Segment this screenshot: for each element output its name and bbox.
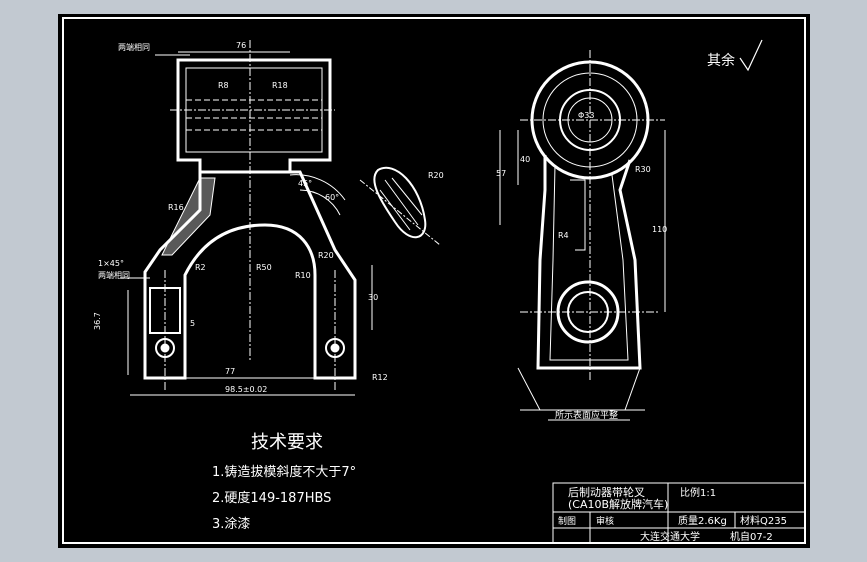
dim-r10: R10 (295, 271, 311, 280)
dim-r20: R20 (318, 251, 334, 260)
dim-110: 110 (652, 225, 667, 234)
drawing-number: 机自07-2 (730, 530, 773, 543)
dim-r16: R16 (168, 203, 184, 212)
drawing-sheet (58, 14, 810, 548)
dim-phi33: Φ33 (578, 111, 594, 120)
dim-r30: R30 (635, 165, 651, 174)
dim-chamfer: 1×45° (98, 259, 124, 268)
roughness-note: 其余 (707, 52, 735, 69)
dim-5: 5 (190, 319, 195, 328)
dim-r12: R12 (372, 373, 388, 382)
dim-base-width: 77 (225, 367, 235, 376)
dim-r8: R8 (218, 81, 229, 90)
labels: 其余 技术要求 1.铸造拔模斜度不大于7° 2.硬度149-187HBS 3.涂… (93, 41, 787, 543)
scale-label: 比例1:1 (680, 486, 716, 499)
dim-57: 57 (496, 169, 506, 178)
dim-overall-width: 98.5±0.02 (225, 385, 267, 394)
roughness-symbol (739, 39, 763, 72)
dim-angle-60: 60° (325, 193, 339, 202)
tech-requirement-2: 2.硬度149-187HBS (212, 490, 331, 506)
drawn-label: 制图 (558, 515, 576, 527)
dim-r2: R2 (195, 263, 206, 272)
sheet-border (62, 17, 806, 544)
dim-30: 30 (368, 293, 378, 302)
school-label: 大连交通大学 (640, 530, 700, 543)
part-name: 后制动器带轮叉 (568, 485, 645, 499)
dim-top-width: 76 (236, 41, 246, 50)
dim-40: 40 (520, 155, 530, 164)
mass-label: 质量2.6Kg (678, 515, 727, 527)
dim-both-ends-top: 两端相同 (118, 42, 150, 52)
tech-requirement-1: 1.铸造拔模斜度不大于7° (212, 464, 356, 480)
model-name: (CA10B解放牌汽车) (568, 497, 668, 511)
rib-section (359, 167, 441, 246)
dim-r4: R4 (558, 231, 569, 240)
tech-requirement-3: 3.涂漆 (212, 516, 250, 532)
dim-angle-45: 45° (298, 179, 312, 188)
title-block (552, 482, 806, 544)
tech-requirements-title: 技术要求 (251, 432, 323, 453)
dim-r50: R50 (256, 263, 272, 272)
dim-bore-left: 36.7 (93, 312, 102, 330)
dim-both-ends-left: 两端相同 (98, 270, 130, 280)
dim-r20-section: R20 (428, 171, 444, 180)
section-note: 所示表面应平整 (555, 409, 618, 421)
material-label: 材料Q235 (740, 514, 787, 527)
checked-label: 审核 (596, 515, 614, 527)
side-view (499, 50, 666, 421)
front-view (120, 40, 373, 396)
dim-r18: R18 (272, 81, 288, 90)
